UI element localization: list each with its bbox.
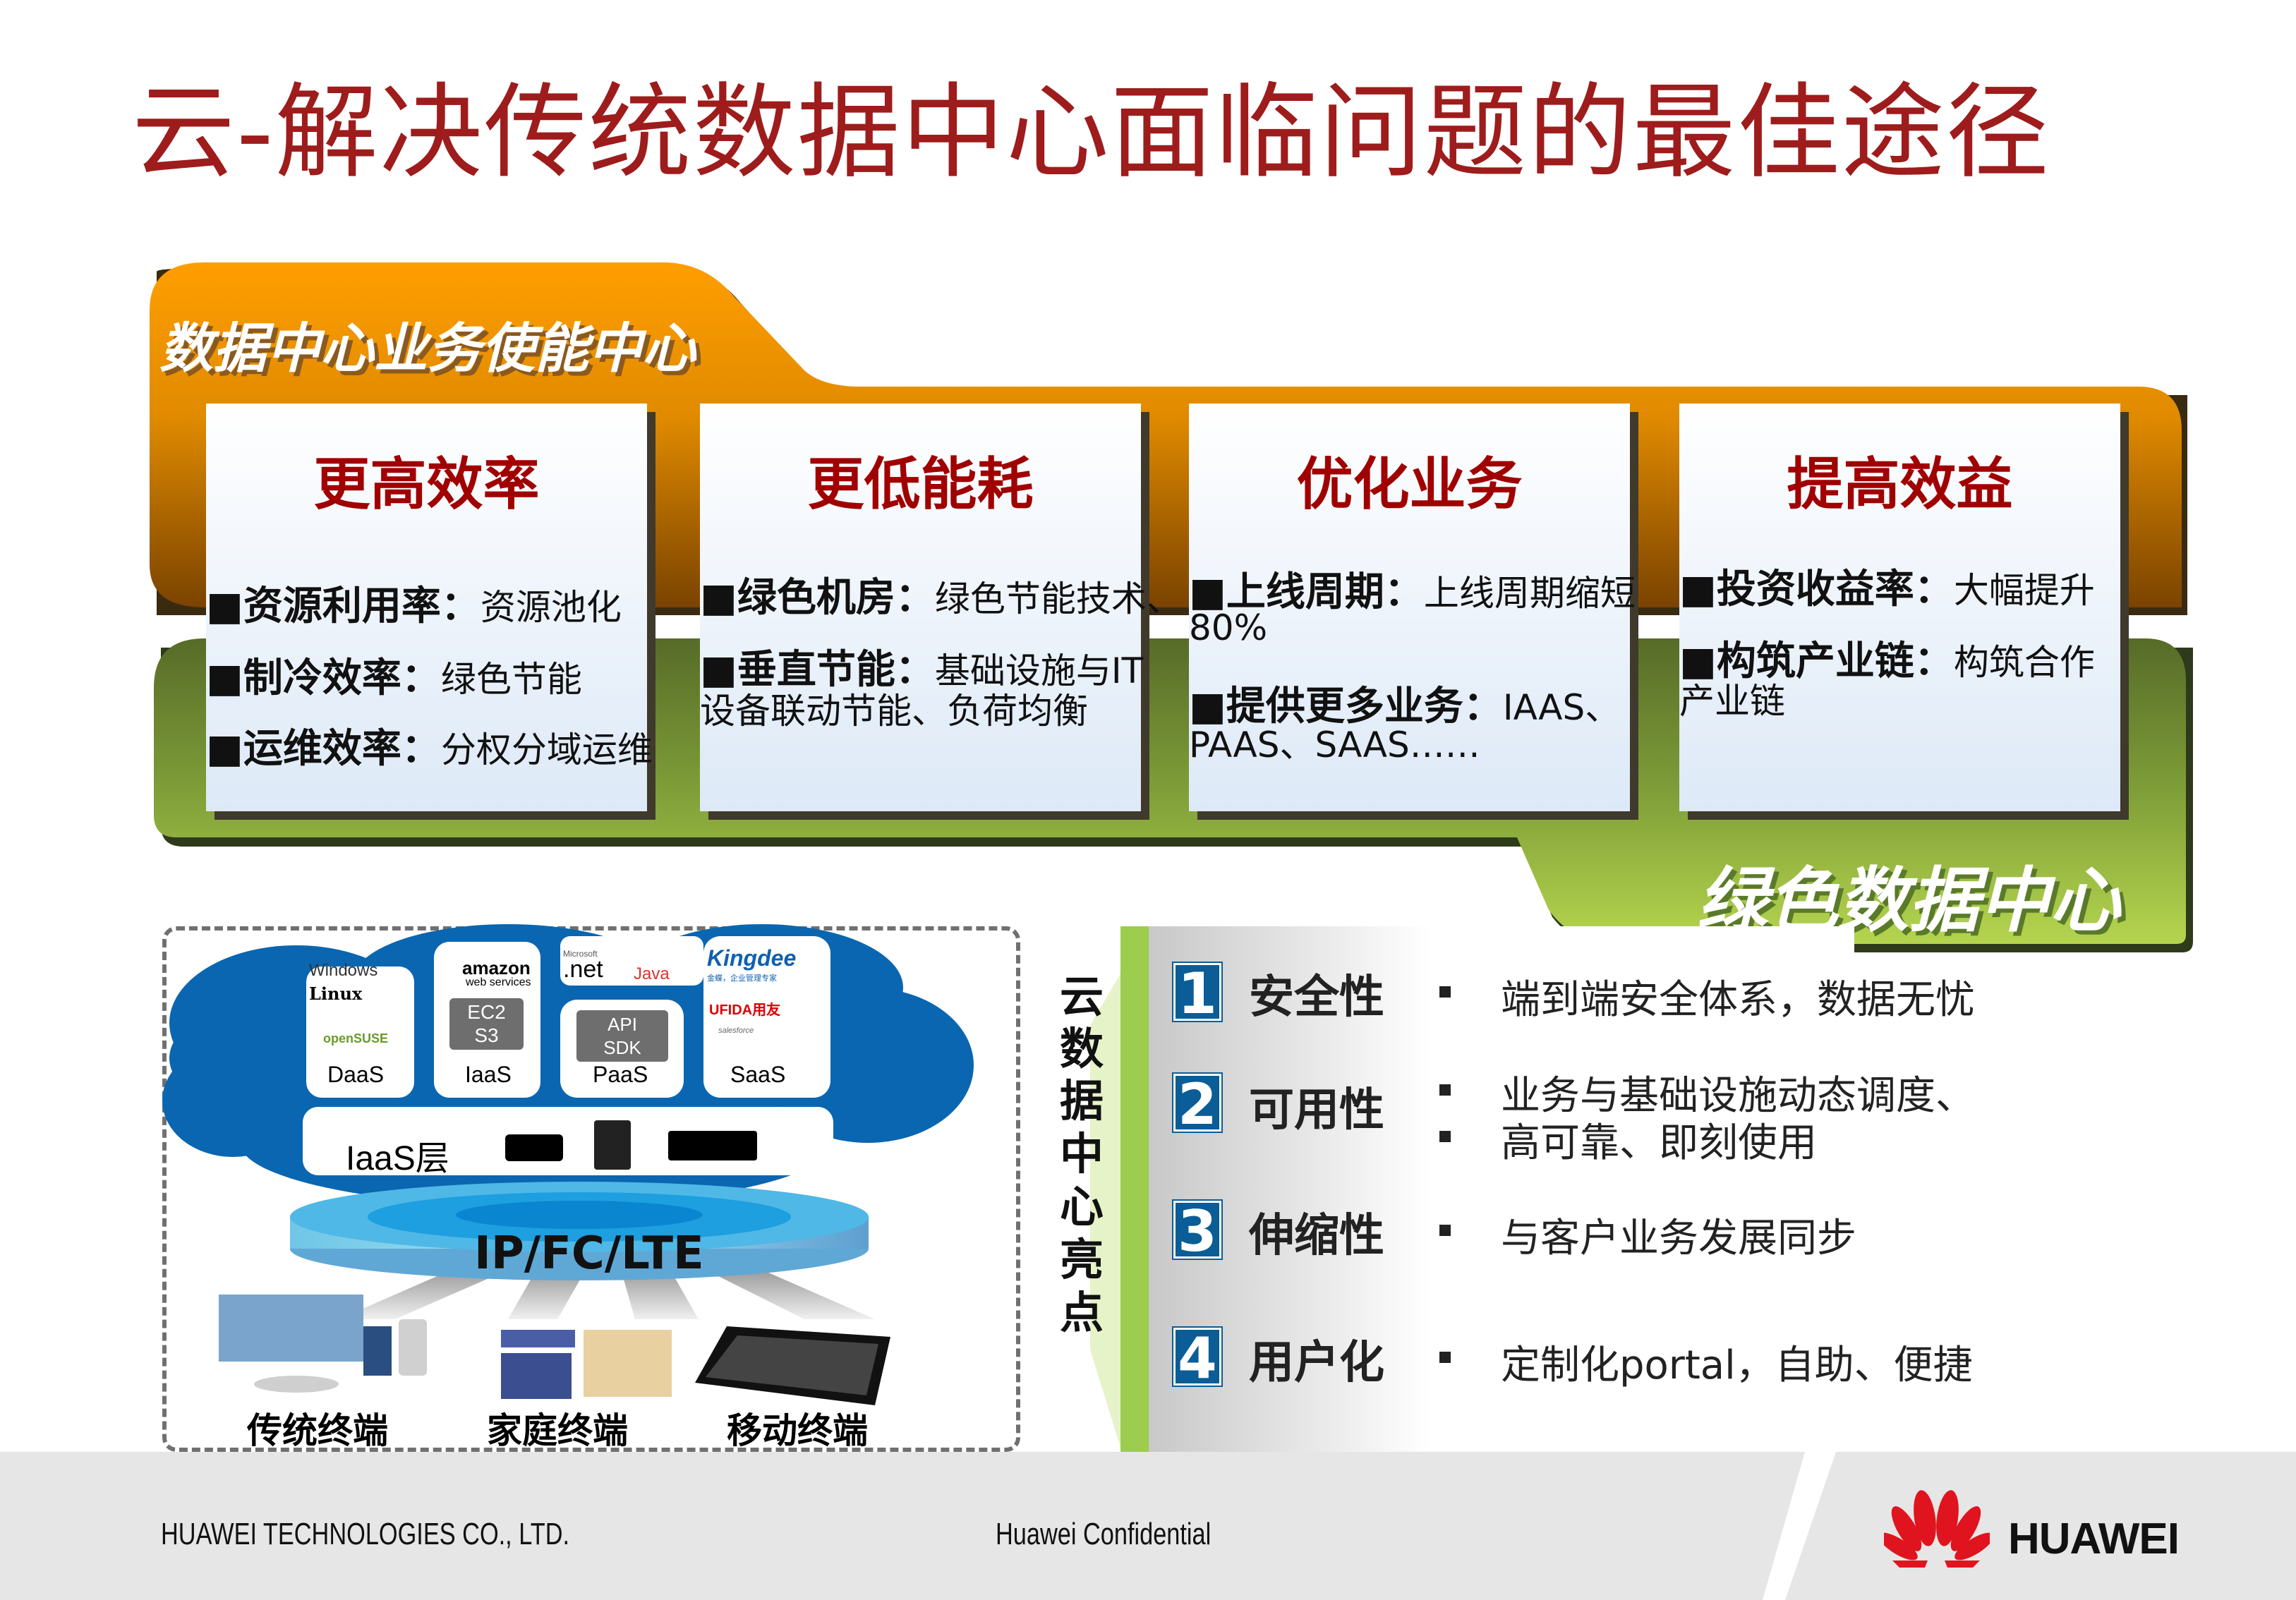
card-improve-benefit: 提高效益 ■投资收益率：大幅提升 ■构筑产业链：构筑合作 产业链 <box>1679 404 2120 811</box>
green-bevel-strip <box>1090 926 1149 1452</box>
terminal-mobile: 移动终端 <box>727 1410 868 1451</box>
huawei-logo-icon <box>1884 1490 1990 1568</box>
monitor-icon <box>363 1326 392 1376</box>
highlight-label: 用户化 <box>1249 1337 1384 1389</box>
network-label: IP/FC/LTE <box>474 1228 704 1280</box>
card-lower-energy: 更低能耗 ■绿色机房：绿色节能技术、 ■垂直节能：基础设施与IT 设备联动节能、… <box>700 404 1182 811</box>
api-box <box>576 1010 668 1062</box>
dotnet-logo: .net <box>563 956 603 983</box>
card-line: ■投资收益率：大幅提升 <box>1679 566 2095 612</box>
card-title: 更低能耗 <box>807 451 1034 517</box>
highlight-desc: 与客户业务发展同步 <box>1501 1216 1856 1261</box>
network-disk <box>290 1182 869 1280</box>
highlights-heading-char: 心 <box>1059 1181 1104 1232</box>
storage-icon <box>505 1134 563 1161</box>
saas-card <box>703 936 830 1098</box>
aws-logo: web services <box>466 976 531 988</box>
tv-icon <box>501 1353 572 1399</box>
java-logo: Java <box>634 964 670 983</box>
pass-logo-strip <box>560 936 703 986</box>
highlights-heading-char: 数 <box>1059 1023 1104 1074</box>
highlight-label: 可用性 <box>1249 1084 1384 1137</box>
cloud-diagram-frame <box>162 926 1020 1452</box>
bullet-icon <box>1439 1352 1451 1363</box>
footer-confidential: Huawei Confidential <box>996 1517 1212 1551</box>
footer-slash <box>1763 1452 1836 1600</box>
card-line: 80% <box>1189 607 1268 648</box>
footer-company: HUAWEI TECHNOLOGIES CO., LTD. <box>161 1517 570 1551</box>
saas-label: SaaS <box>730 1062 786 1087</box>
bullet-icon <box>1439 1131 1451 1142</box>
number-badge: 2 <box>1172 1072 1223 1134</box>
number-badge: 4 <box>1172 1326 1223 1388</box>
highlights-heading-char: 云 <box>1059 971 1104 1022</box>
card-line: ■提供更多业务：IAAS、 <box>1189 684 1621 729</box>
card-line: ■绿色机房：绿色节能技术、 <box>700 575 1182 621</box>
card-title: 更高效率 <box>313 451 540 517</box>
iaas-label: IaaS <box>465 1062 512 1087</box>
ec2-box <box>449 998 524 1050</box>
highlight-desc: 定制化portal，自助、便捷 <box>1501 1343 1973 1388</box>
iaas-layer-label: IaaS层 <box>346 1140 449 1177</box>
kingdee-slogan: 金蝶，企业管理专家 <box>707 974 777 983</box>
card-line: ■垂直节能：基础设施与IT <box>700 647 1144 693</box>
switch-icon <box>668 1131 757 1160</box>
ufida-logo: UFIDA用友 <box>709 1002 781 1018</box>
card-line: ■制冷效率：绿色节能 <box>206 655 582 701</box>
card-line: ■上线周期：上线周期缩短 <box>1189 569 1636 615</box>
highlights-heading-char: 亮 <box>1059 1234 1104 1285</box>
card-line: ■资源利用率：资源池化 <box>206 583 622 629</box>
card-line: 设备联动节能、负荷均衡 <box>700 691 1088 732</box>
card-line: 产业链 <box>1679 681 1785 722</box>
microsoft-logo: Microsoft <box>563 949 598 959</box>
opensuse-logo: openSUSE <box>323 1031 389 1046</box>
huawei-logo-text: HUAWEI <box>2008 1515 2180 1563</box>
daas-card <box>306 966 414 1098</box>
settop-box-icon <box>501 1330 575 1347</box>
terminal-devices <box>219 1295 890 1405</box>
amazon-logo: amazon <box>462 957 531 978</box>
terminal-home: 家庭终端 <box>487 1410 628 1451</box>
highlights-heading-char: 中 <box>1059 1128 1104 1180</box>
card-title: 提高效益 <box>1787 451 2013 517</box>
desktop-screen-icon <box>219 1295 363 1362</box>
highlight-label: 安全性 <box>1249 971 1384 1024</box>
windows-logo: Windows <box>309 961 378 980</box>
card-title: 优化业务 <box>1296 451 1523 517</box>
highlight-label: 伸缩性 <box>1249 1210 1384 1262</box>
number-badge: 3 <box>1172 1199 1223 1261</box>
daas-label: DaaS <box>327 1062 385 1087</box>
card-line: ■运维效率：分权分域运维 <box>206 726 653 772</box>
highlight-desc: 高可靠、即刻使用 <box>1501 1120 1817 1166</box>
card-line: PAAS、SAAS…… <box>1189 725 1480 765</box>
bullet-icon <box>1439 1225 1451 1236</box>
highlights-heading-char: 据 <box>1059 1075 1104 1127</box>
number-badge: 1 <box>1172 962 1223 1023</box>
orange-band-label: 数据中心业务使能中心 <box>159 317 696 380</box>
card-higher-efficiency: 更高效率 ■资源利用率：资源池化 ■制冷效率：绿色节能 ■运维效率：分权分域运维 <box>206 404 653 811</box>
highlights-background <box>1149 926 1854 1452</box>
card-line: ■构筑产业链：构筑合作 <box>1679 638 2095 684</box>
bullet-icon <box>1439 986 1451 998</box>
linux-logo: Linux <box>309 983 363 1004</box>
kingdee-logo: Kingdee <box>707 945 797 971</box>
cloud-diagram <box>162 924 974 1405</box>
pc-icon <box>399 1319 427 1376</box>
paas-label: PaaS <box>593 1062 648 1087</box>
server-icon <box>594 1120 631 1170</box>
bullet-icon <box>1439 1084 1451 1096</box>
terminal-traditional: 传统终端 <box>247 1410 388 1451</box>
slide-title: 云-解决传统数据中心面临问题的最佳途径 <box>132 73 2050 193</box>
magazine-icon <box>584 1330 672 1397</box>
highlight-desc: 端到端安全体系，数据无忧 <box>1501 977 1975 1023</box>
highlight-desc: 业务与基础设施动态调度、 <box>1501 1073 1975 1119</box>
card-optimize-business: 优化业务 ■上线周期：上线周期缩短 80% ■提供更多业务：IAAS、 PAAS… <box>1189 404 1636 811</box>
highlights-heading-char: 点 <box>1059 1287 1104 1338</box>
salesforce-logo: salesforce <box>718 1026 754 1035</box>
